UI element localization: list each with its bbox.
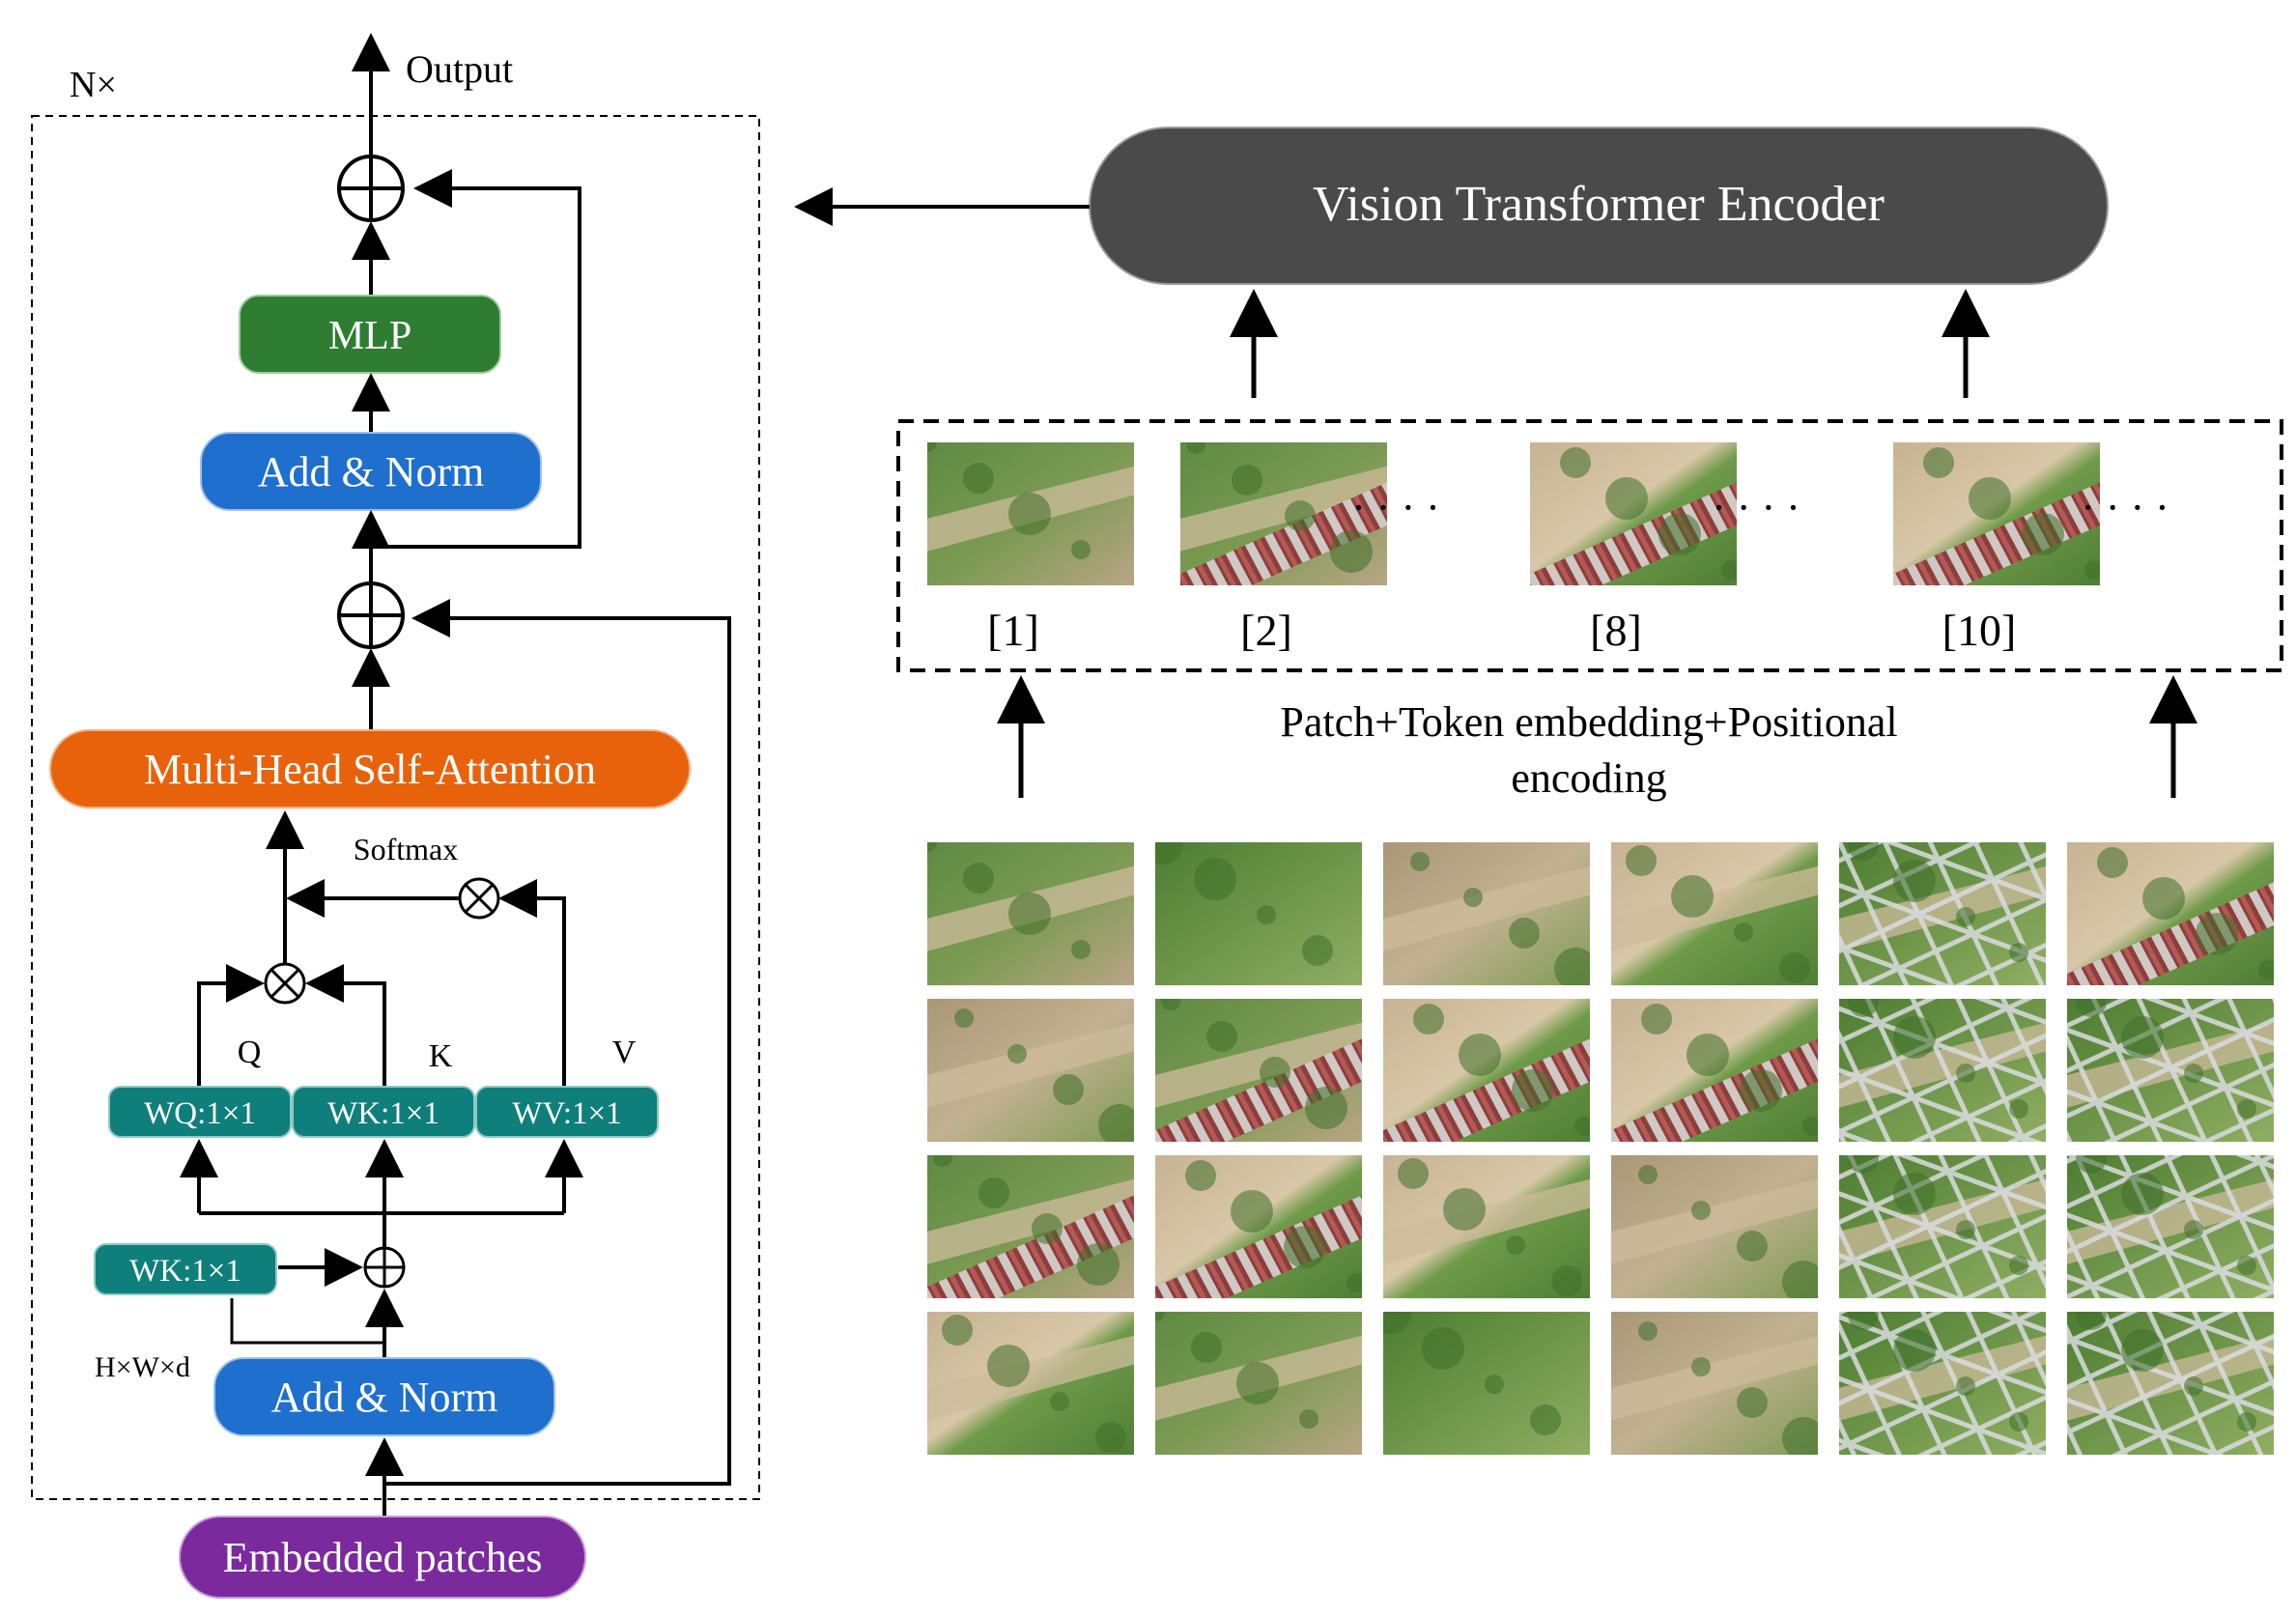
image-patch bbox=[2067, 842, 2274, 985]
image-patch bbox=[1611, 1312, 1818, 1455]
wk2-label: WK:1×1 bbox=[129, 1254, 241, 1289]
residual-add-middle-icon bbox=[337, 582, 405, 649]
embedding-label-line2: encoding bbox=[1511, 754, 1666, 802]
ellipsis: · · · · bbox=[2081, 484, 2169, 531]
softmax-multiply-icon bbox=[458, 877, 500, 920]
add-norm-top-block: Add & Norm bbox=[200, 432, 542, 511]
wq-block: WQ:1×1 bbox=[108, 1086, 292, 1138]
mhsa-block: Multi-Head Self-Attention bbox=[49, 729, 691, 808]
k-path bbox=[305, 964, 386, 1087]
mlp-block: MLP bbox=[239, 295, 501, 374]
image-patch bbox=[1155, 842, 1362, 985]
image-patch bbox=[927, 842, 1134, 985]
qk-multiply-icon bbox=[264, 962, 306, 1005]
input-label: Embedded patches bbox=[222, 1534, 542, 1581]
token-patch-image bbox=[927, 442, 1134, 585]
embedded-patches-block: Embedded patches bbox=[179, 1516, 586, 1599]
image-patch bbox=[2067, 1155, 2274, 1298]
encoder-block-border bbox=[31, 115, 760, 1500]
residual-add-top-icon bbox=[337, 155, 405, 222]
softmax-label: Softmax bbox=[354, 832, 458, 866]
token-patch-image bbox=[1180, 442, 1387, 585]
vit-encoder-block: Vision Transformer Encoder bbox=[1089, 127, 2109, 285]
image-patch bbox=[1383, 999, 1590, 1142]
q-label: Q bbox=[238, 1035, 262, 1070]
embedding-label-line1: Patch+Token embedding+Positional bbox=[1280, 698, 1897, 746]
image-patch bbox=[1611, 842, 1818, 985]
ellipsis: · · · · bbox=[1712, 484, 1800, 531]
token-patch-image bbox=[1530, 442, 1737, 585]
image-patch bbox=[2067, 999, 2274, 1142]
token-index-label: [2] bbox=[1240, 606, 1292, 655]
image-patch bbox=[1839, 999, 2046, 1142]
branch-to-wk2 bbox=[230, 1298, 384, 1345]
vit-encoder-label: Vision Transformer Encoder bbox=[1313, 177, 1885, 232]
repeat-label: N× bbox=[70, 65, 117, 105]
image-patch bbox=[1839, 842, 2046, 985]
image-patch bbox=[1611, 999, 1818, 1142]
image-patch bbox=[1155, 1312, 1362, 1455]
v-path bbox=[498, 879, 566, 1087]
ellipsis: · · · · bbox=[1351, 484, 1440, 531]
image-patch bbox=[1839, 1155, 2046, 1298]
image-patch bbox=[1383, 1312, 1590, 1455]
wq-label: WQ:1×1 bbox=[144, 1096, 256, 1131]
image-patch bbox=[1155, 1155, 1362, 1298]
image-patch bbox=[1839, 1312, 2046, 1455]
hwd-label: H×W×d bbox=[95, 1351, 190, 1383]
k-label: K bbox=[429, 1038, 453, 1074]
token-index-label: [10] bbox=[1942, 606, 2017, 655]
mhsa-label: Multi-Head Self-Attention bbox=[144, 746, 596, 793]
encoder-block: N× Output MLP Add & Norm bbox=[31, 33, 760, 1599]
token-index-label: [1] bbox=[987, 606, 1039, 655]
wk-label: WK:1×1 bbox=[327, 1096, 439, 1131]
image-patch bbox=[1383, 842, 1590, 985]
wv-label: WV:1×1 bbox=[512, 1096, 621, 1131]
add-norm-bottom-block: Add & Norm bbox=[213, 1357, 555, 1436]
add-norm-top-label: Add & Norm bbox=[258, 448, 485, 496]
image-patch-grid bbox=[927, 842, 2274, 1455]
image-patch bbox=[1155, 999, 1362, 1142]
residual-skip-top bbox=[371, 169, 581, 549]
token-sequence: [1] [2] [8] [10] · · · · · · · · · · · · bbox=[927, 442, 2169, 655]
vit-pipeline: Vision Transformer Encoder [1] [2] [8] [10]… bbox=[794, 127, 2283, 1455]
output-label: Output bbox=[406, 47, 513, 91]
image-patch bbox=[927, 1312, 1134, 1455]
image-patch bbox=[927, 1155, 1134, 1298]
image-patch bbox=[1611, 1155, 1818, 1298]
wk2-block: WK:1×1 bbox=[94, 1243, 277, 1295]
wk-block: WK:1×1 bbox=[292, 1086, 475, 1138]
image-patch bbox=[927, 999, 1134, 1142]
image-patch bbox=[1383, 1155, 1590, 1298]
wv-block: WV:1×1 bbox=[475, 1086, 659, 1138]
add-norm-bottom-label: Add & Norm bbox=[271, 1374, 498, 1421]
q-path bbox=[197, 964, 265, 1087]
mlp-label: MLP bbox=[328, 314, 411, 358]
token-index-label: [8] bbox=[1590, 606, 1642, 655]
image-patch bbox=[2067, 1312, 2274, 1455]
token-patch-image bbox=[1893, 442, 2100, 585]
token-sequence-border bbox=[896, 419, 2283, 672]
residual-skip-bottom bbox=[384, 599, 731, 1486]
v-label: V bbox=[612, 1035, 637, 1070]
position-add-icon bbox=[363, 1246, 406, 1289]
